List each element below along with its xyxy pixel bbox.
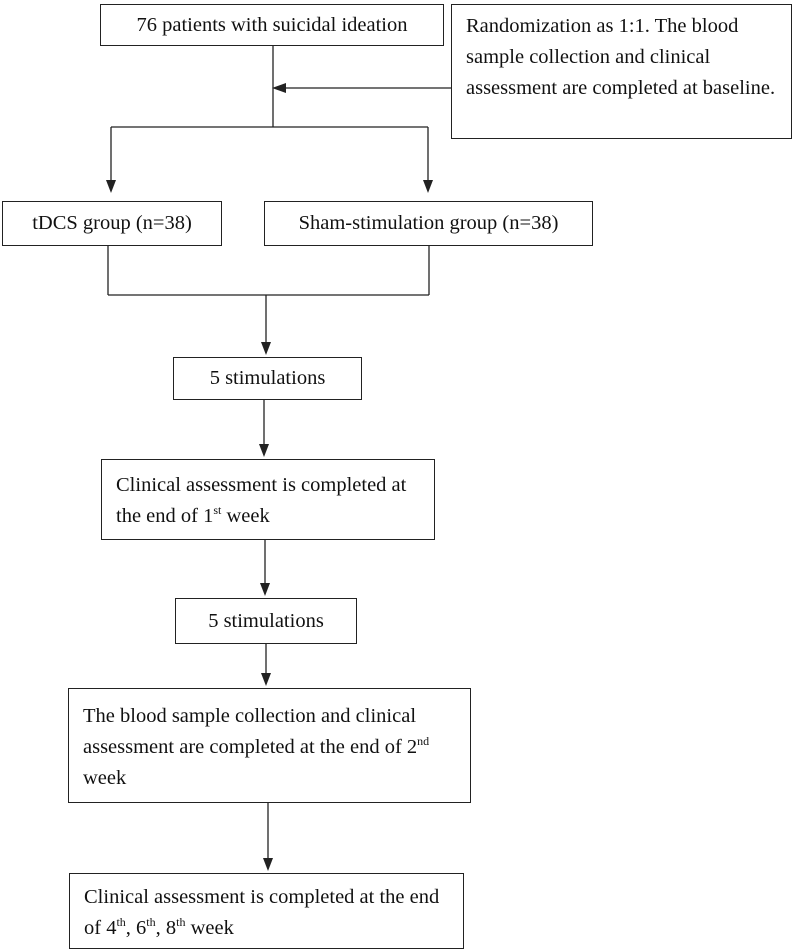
arrow-down-icon <box>261 673 271 686</box>
patients-text: 76 patients with suicidal ideation <box>136 14 408 36</box>
arrow-down-icon <box>261 342 271 355</box>
arrow-down-icon <box>106 180 116 193</box>
stimulations-1-text: 5 stimulations <box>209 367 326 389</box>
followup-ordinal-c: th <box>176 915 186 930</box>
followup-tail: week <box>185 917 234 939</box>
arrow-down-icon <box>263 858 273 871</box>
week2-tail: week <box>83 767 127 789</box>
followup-ordinal-b: th <box>146 915 156 930</box>
followup-text-b: , 6 <box>125 917 147 939</box>
followup-text-c: , 8 <box>155 917 177 939</box>
followup-text-a: Clinical assessment is completed at the … <box>84 886 440 939</box>
stimulations-2-box: 5 stimulations <box>175 598 357 644</box>
week2-collection-box: The blood sample collection and clinical… <box>68 688 471 803</box>
randomization-box: Randomization as 1:1. The blood sample c… <box>451 4 792 139</box>
arrow-down-icon <box>423 180 433 193</box>
week1-text: Clinical assessment is completed at the … <box>116 474 407 527</box>
arrow-left-icon <box>272 83 286 93</box>
sham-group-box: Sham-stimulation group (n=38) <box>264 201 593 246</box>
randomization-text: Randomization as 1:1. The blood sample c… <box>466 15 776 99</box>
week1-tail: week <box>221 505 270 527</box>
tdcs-group-box: tDCS group (n=38) <box>2 201 222 246</box>
stimulations-1-box: 5 stimulations <box>173 357 362 400</box>
arrow-down-icon <box>260 583 270 596</box>
followup-ordinal-a: th <box>116 915 126 930</box>
sham-group-text: Sham-stimulation group (n=38) <box>298 212 559 234</box>
tdcs-group-text: tDCS group (n=38) <box>32 212 192 234</box>
stimulations-2-text: 5 stimulations <box>208 610 324 632</box>
arrow-down-icon <box>259 444 269 457</box>
patients-box: 76 patients with suicidal ideation <box>100 4 444 46</box>
week2-ordinal: nd <box>417 734 430 749</box>
week1-ordinal: st <box>213 503 222 518</box>
followup-assessment-box: Clinical assessment is completed at the … <box>69 873 464 949</box>
week1-assessment-box: Clinical assessment is completed at the … <box>101 459 435 540</box>
week2-text: The blood sample collection and clinical… <box>83 705 418 758</box>
